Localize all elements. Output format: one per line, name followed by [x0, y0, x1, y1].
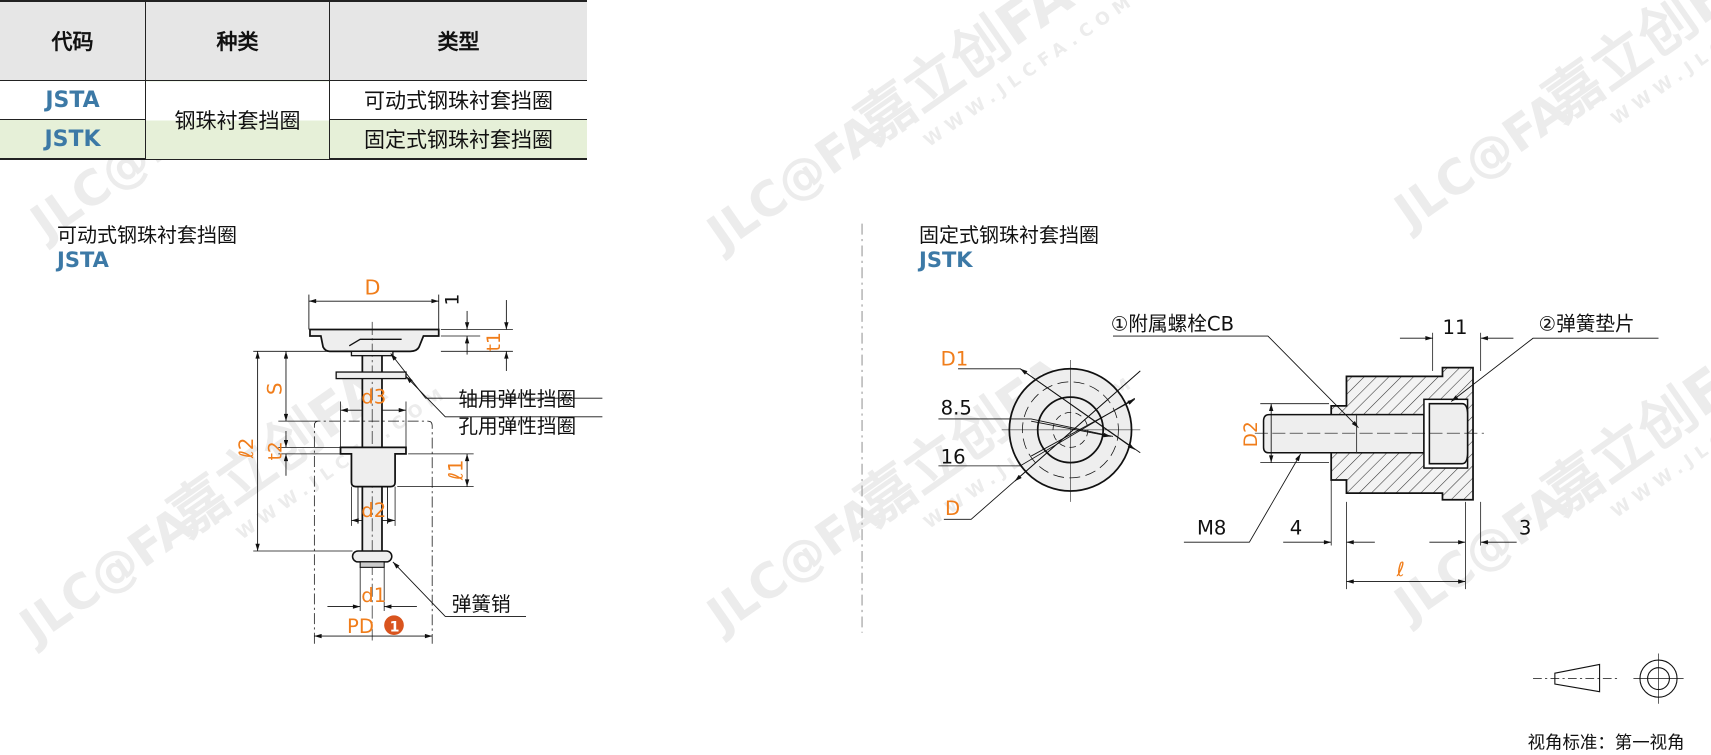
svg-text:1: 1 [442, 294, 463, 306]
svg-text:t1: t1 [484, 332, 505, 351]
svg-text:M8: M8 [1197, 517, 1226, 540]
svg-text:ℓ1: ℓ1 [445, 459, 468, 481]
svg-text:ℓ2: ℓ2 [235, 438, 258, 460]
left-section-code: JSTA [57, 248, 109, 272]
cell-type: 固定式钢珠衬套挡圈 [329, 119, 587, 160]
jstk-end-view-labels: D1 8.5 16 D [941, 347, 972, 519]
header-code: 代码 [0, 0, 146, 81]
jsta-labels: D 1 t1 S ℓ2 t2 d3 ℓ1 d2 d1 PD 1 轴用弹性挡圈 孔… [235, 276, 576, 638]
callout-shaft-ring: 轴用弹性挡圈 [458, 388, 576, 411]
svg-text:16: 16 [941, 446, 966, 469]
jsta-drawing [253, 294, 603, 644]
note-badge [384, 615, 404, 635]
svg-text:D2: D2 [1241, 421, 1262, 447]
projection-label: 视角标准：第一视角 [1528, 733, 1685, 753]
cell-code: JSTK [0, 119, 146, 160]
svg-text:D: D [945, 497, 960, 520]
spec-table: 代码 种类 类型 JSTA 钢珠衬套挡圈 可动式钢珠衬套挡圈 JSTK 固定式钢… [0, 0, 587, 160]
svg-text:D: D [365, 276, 381, 300]
svg-text:4: 4 [1290, 517, 1302, 540]
first-angle-projection-icon [1533, 653, 1684, 704]
header-kind: 种类 [145, 0, 330, 81]
table-row: JSTK 固定式钢珠衬套挡圈 [0, 119, 587, 160]
svg-text:3: 3 [1519, 517, 1531, 540]
right-section-code: JSTK [919, 248, 973, 272]
svg-text:8.5: 8.5 [941, 397, 972, 420]
svg-text:d2: d2 [361, 499, 386, 522]
svg-text:PD: PD [347, 615, 374, 638]
cell-kind: 钢珠衬套挡圈 [145, 80, 330, 160]
table-header-row: 代码 种类 类型 [0, 0, 587, 81]
jstk-section-view [1112, 332, 1659, 590]
table-row: JSTA 钢珠衬套挡圈 可动式钢珠衬套挡圈 [0, 80, 587, 160]
left-section-title: 可动式钢珠衬套挡圈 [57, 223, 237, 247]
svg-text:S: S [264, 382, 287, 394]
jstk-end-view [938, 360, 1141, 520]
svg-text:d3: d3 [361, 386, 386, 409]
cell-type: 可动式钢珠衬套挡圈 [329, 80, 587, 120]
callout-spring-pin: 弹簧销 [452, 593, 511, 616]
svg-text:1: 1 [390, 620, 400, 636]
jstk-section-labels: ①附属螺栓CB ②弹簧垫片 11 D2 M8 4 3 ℓ [1111, 313, 1635, 581]
svg-text:11: 11 [1442, 316, 1467, 339]
right-section-title: 固定式钢珠衬套挡圈 [919, 223, 1099, 247]
callout-washer: ②弹簧垫片 [1538, 313, 1634, 336]
callout-bolt: ①附属螺栓CB [1111, 313, 1234, 336]
callout-hole-ring: 孔用弹性挡圈 [458, 415, 576, 438]
svg-text:D1: D1 [941, 347, 969, 370]
header-type: 类型 [329, 0, 587, 81]
cell-code: JSTA [0, 80, 146, 120]
svg-text:d1: d1 [361, 584, 386, 607]
svg-text:ℓ: ℓ [1396, 558, 1405, 581]
svg-text:t2: t2 [266, 441, 287, 460]
